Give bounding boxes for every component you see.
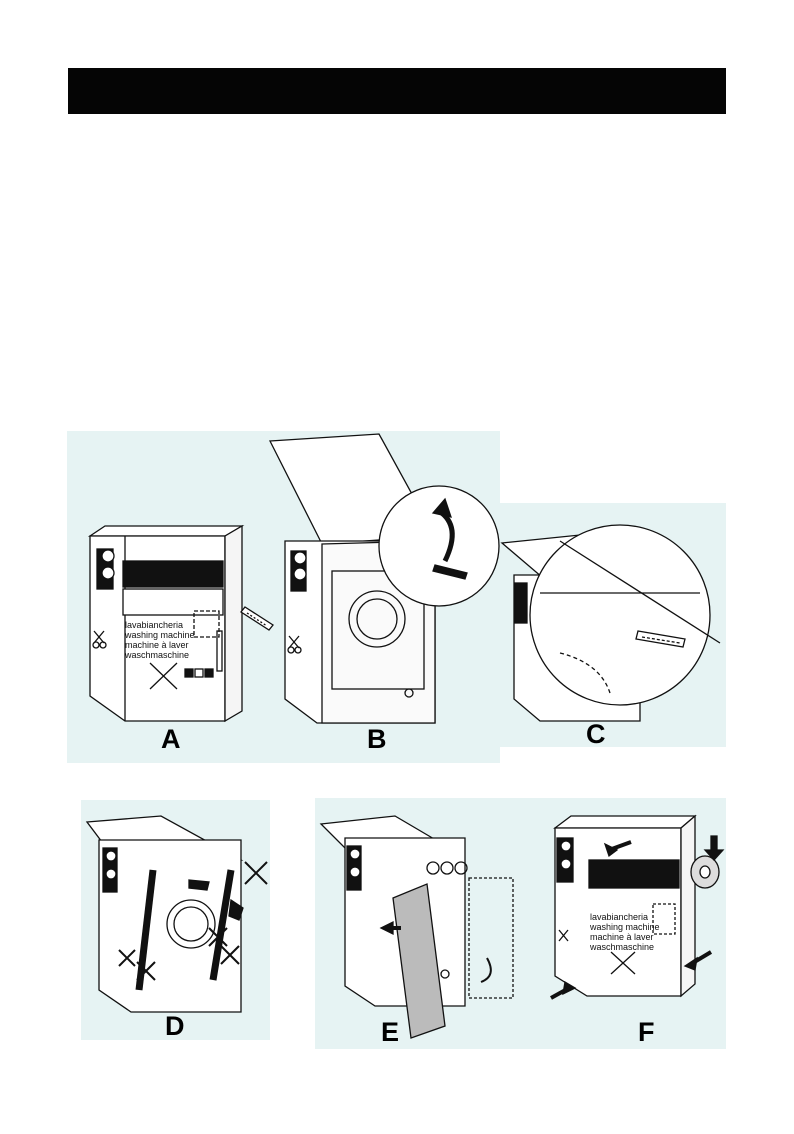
curved-arrow-icon: [480, 957, 492, 983]
scissors-icon: [92, 630, 107, 649]
illustration-a-b: [87, 433, 500, 724]
box-print-line: machine à laver: [590, 932, 654, 942]
illustration-step-d: [85, 815, 268, 1013]
step-label-b: B: [367, 724, 387, 754]
illustration-step-c: [500, 524, 721, 722]
arrow-icon: [703, 835, 725, 861]
panel-steps-a-b: A B: [67, 431, 500, 763]
step-label-f: F: [638, 1017, 655, 1047]
knife-icon: [240, 606, 274, 631]
box-print-line: waschmaschine: [590, 942, 655, 952]
box-print-line: washing machine: [125, 630, 195, 640]
illustration-step-f: [550, 814, 725, 1000]
cross-out-icon: [118, 861, 268, 981]
scissors-icon: [287, 635, 302, 654]
zoom-circle: [378, 485, 500, 607]
box-print-line: lavabiancheria: [125, 620, 184, 630]
box-print-line: machine à laver: [125, 640, 189, 650]
step-label-e: E: [381, 1017, 400, 1047]
illustration-step-a: [87, 524, 274, 723]
box-print-line: washing machine: [590, 922, 660, 932]
panel-step-d: D: [81, 800, 270, 1040]
illustration-step-e: [319, 815, 514, 1039]
arrow-icon: [188, 879, 210, 891]
step-label-d: D: [165, 1011, 185, 1041]
handle-logo-marks: [290, 550, 307, 592]
step-label-a: A: [161, 724, 181, 754]
step-label-c: C: [586, 719, 606, 749]
scissors-icon: [558, 929, 569, 942]
panel-steps-e-f: E F: [315, 798, 726, 1049]
zoom-circle: [529, 524, 711, 706]
illustration-e-f: [319, 814, 725, 1039]
handle-logo-marks: [96, 548, 115, 590]
panel-step-c: C: [500, 503, 726, 749]
box-print-line: waschmaschine: [125, 650, 190, 660]
box-print-a: lavabiancheria washing machine machine à…: [125, 620, 205, 660]
cross-out-icon: [610, 951, 636, 975]
illustration-step-b: [268, 433, 500, 724]
header-bar: [68, 68, 726, 114]
box-print-f: lavabiancheria washing machine machine à…: [590, 912, 670, 952]
box-print-line: lavabiancheria: [590, 912, 649, 922]
cross-out-icon: [149, 662, 178, 690]
